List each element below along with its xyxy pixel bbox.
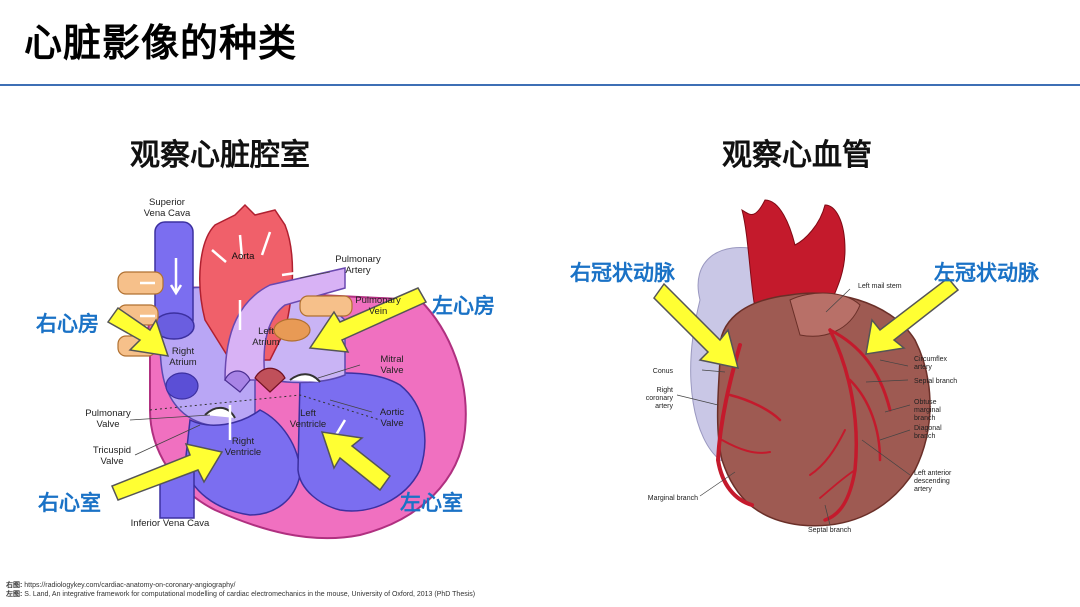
label-lad: Left anterior <box>914 470 952 477</box>
footnote-left-text: S. Land, An integrative framework for co… <box>22 591 475 598</box>
footnote-right-text: https://radiologykey.com/cardiac-anatomy… <box>22 582 235 589</box>
callout-lca: 左冠状动脉 <box>934 257 1039 287</box>
label-right-coronary-artery-3: artery <box>655 403 673 410</box>
label-circumflex-artery: Circumflex <box>914 356 948 363</box>
footnote-left-label: 左图: <box>6 591 22 598</box>
label-left-main-stem: Left mail stem <box>858 283 902 290</box>
label-lad-2: descending <box>914 478 950 485</box>
label-right-coronary-artery-2: coronary <box>646 395 674 402</box>
label-diagonal-branch-2: branch <box>914 433 936 440</box>
label-septal-branch-lower: Septal branch <box>808 527 851 534</box>
label-circumflex-artery-2: artery <box>914 364 932 371</box>
label-conus: Conus <box>653 368 674 375</box>
label-right-coronary-artery: Right <box>657 387 673 394</box>
footnote-right-label: 右图: <box>6 582 22 589</box>
label-obtuse-marginal-3: branch <box>914 415 936 422</box>
label-obtuse-marginal: Obtuse <box>914 399 937 406</box>
label-lad-3: artery <box>914 486 932 493</box>
label-diagonal-branch: Diagonal <box>914 425 942 432</box>
label-marginal-branch: Marginal branch <box>648 495 698 502</box>
label-septal-branch-upper: Septal branch <box>914 378 957 385</box>
footnote-left-source: 左图: S. Land, An integrative framework fo… <box>6 589 475 599</box>
label-obtuse-marginal-2: marginal <box>914 407 941 414</box>
callout-rca: 右冠状动脉 <box>570 257 675 287</box>
